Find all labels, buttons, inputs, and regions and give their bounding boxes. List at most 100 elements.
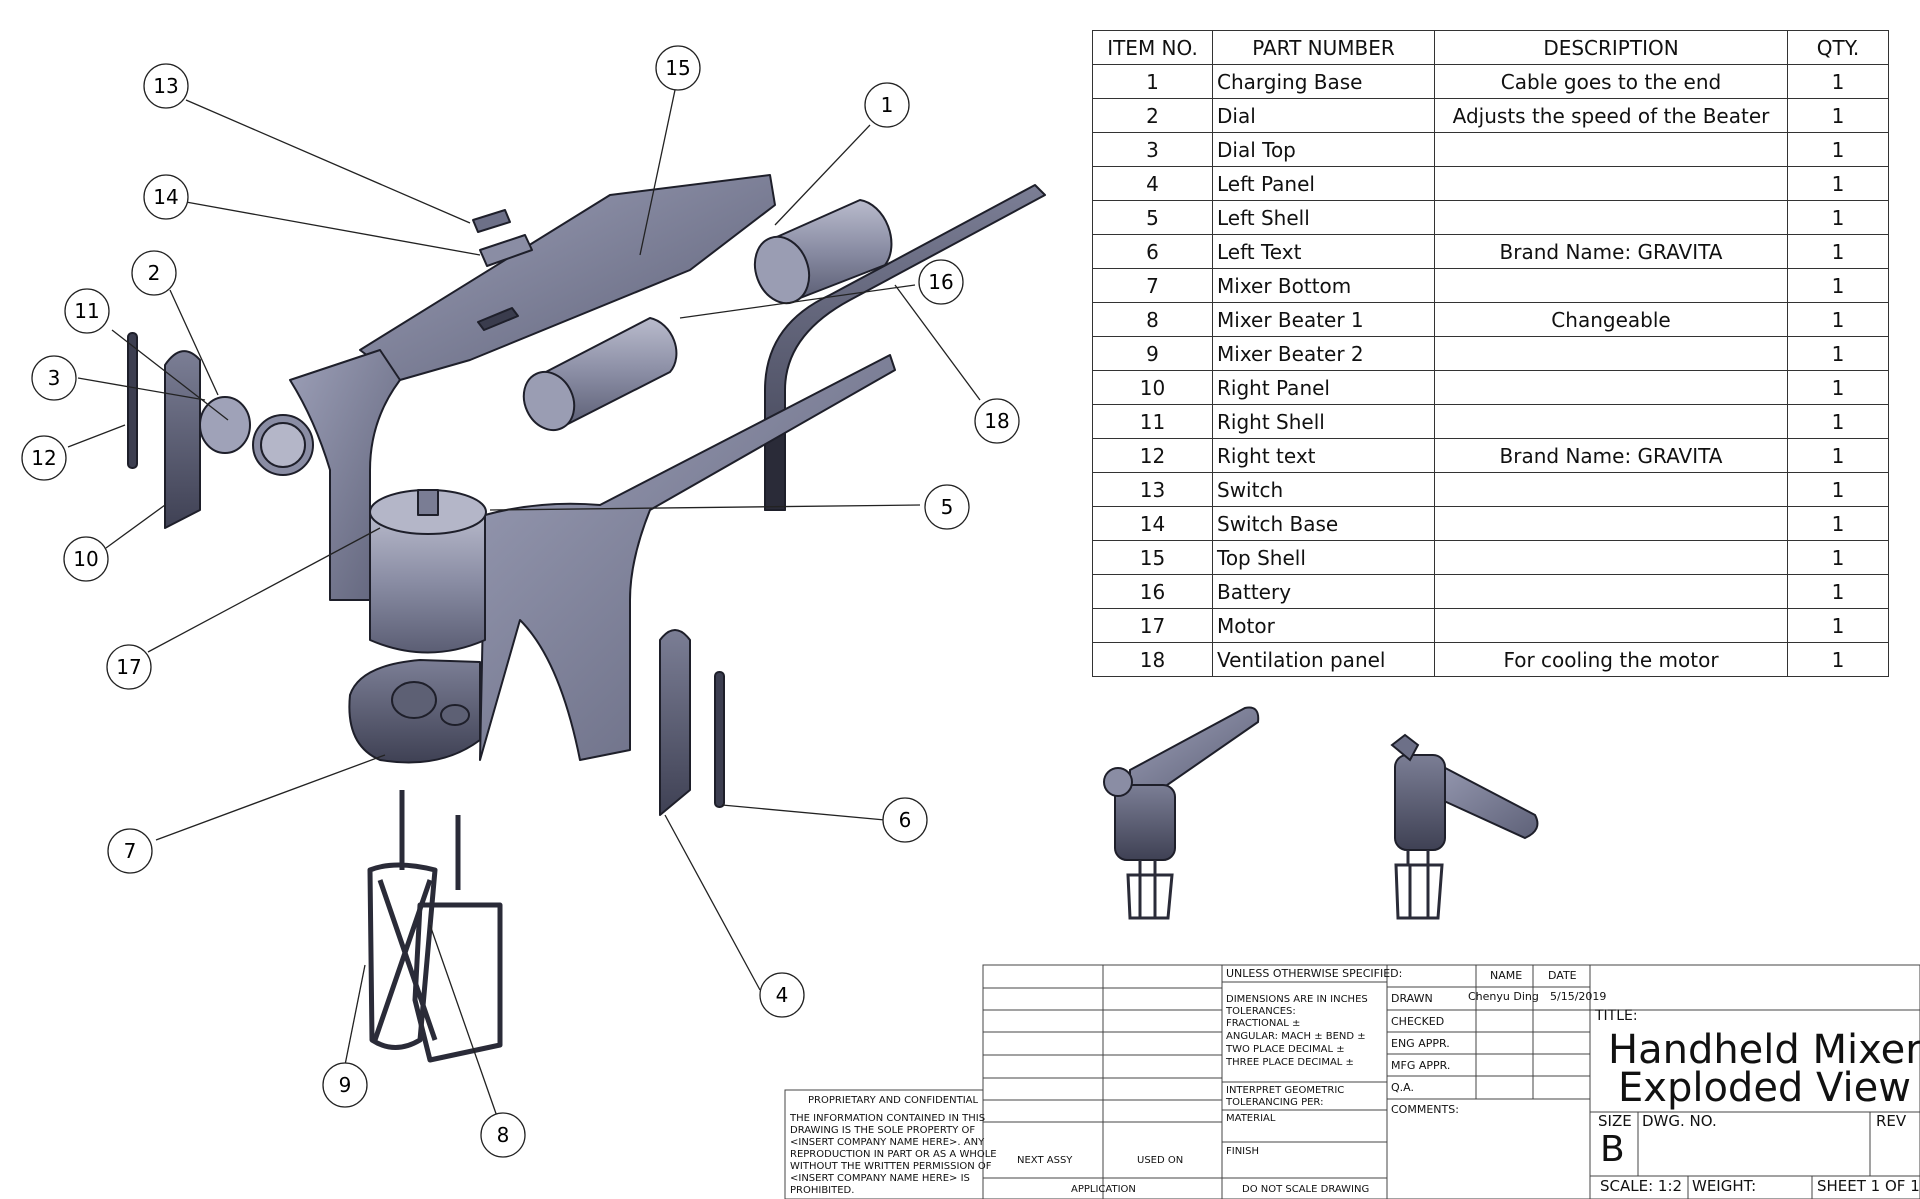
name-header: NAME	[1490, 969, 1523, 982]
finish-label: FINISH	[1226, 1146, 1259, 1157]
balloon-12: 12	[21, 435, 67, 481]
balloon-2: 2	[131, 250, 177, 296]
bom-part-number: Battery	[1212, 574, 1435, 609]
interpret-line-1: INTERPRET GEOMETRIC	[1226, 1085, 1345, 1096]
svg-text:13: 13	[153, 74, 178, 98]
balloon-9: 9	[322, 1062, 368, 1108]
svg-text:5: 5	[941, 495, 954, 519]
bom-item-no: 10	[1092, 370, 1213, 405]
interpret-line-2: TOLERANCING PER:	[1226, 1097, 1324, 1108]
bom-qty: 1	[1787, 98, 1889, 133]
bom-description: Cable goes to the end	[1434, 64, 1788, 99]
bom-item-no: 16	[1092, 574, 1213, 609]
bom-part-number: Switch Base	[1212, 506, 1435, 541]
proprietary-line-2: DRAWING IS THE SOLE PROPERTY OF	[790, 1125, 976, 1136]
bom-description: Brand Name: GRAVITA	[1434, 438, 1788, 473]
dwg-no-label: DWG. NO.	[1642, 1112, 1717, 1130]
bom-description	[1434, 608, 1788, 643]
svg-text:16: 16	[928, 270, 953, 294]
bom-part-number: Right text	[1212, 438, 1435, 473]
bom-description	[1434, 336, 1788, 371]
svg-text:6: 6	[899, 808, 912, 832]
left-panel-part	[659, 629, 691, 816]
bom-part-number: Left Panel	[1212, 166, 1435, 201]
proprietary-title: PROPRIETARY AND CONFIDENTIAL	[808, 1095, 979, 1106]
bom-item-no: 4	[1092, 166, 1213, 201]
switch-base-part	[479, 234, 533, 267]
motor-part	[369, 509, 486, 654]
balloons: 1 2 3 4 5 6 7 8 9 10 11 12 13 14 15 16 1…	[21, 45, 1020, 1158]
bom-qty: 1	[1787, 234, 1889, 269]
bom-description	[1434, 132, 1788, 167]
bom-qty: 1	[1787, 540, 1889, 575]
right-text-part	[127, 332, 138, 469]
bom-part-number: Dial	[1212, 98, 1435, 133]
proprietary-line-3: <INSERT COMPANY NAME HERE>. ANY	[790, 1137, 985, 1148]
bom-description	[1434, 506, 1788, 541]
bom-description	[1434, 472, 1788, 507]
dims-line-2: TOLERANCES:	[1226, 1006, 1296, 1017]
bom-item-no: 8	[1092, 302, 1213, 337]
bom-qty: 1	[1787, 370, 1889, 405]
balloon-6: 6	[882, 797, 928, 843]
bom-qty: 1	[1787, 574, 1889, 609]
bom-item-no: 14	[1092, 506, 1213, 541]
bom-part-number: Top Shell	[1212, 540, 1435, 575]
weight-label: WEIGHT:	[1692, 1177, 1757, 1195]
bom-item-no: 1	[1092, 64, 1213, 99]
leader-lines	[67, 89, 981, 1126]
balloon-3: 3	[31, 355, 77, 401]
eng-appr-label: ENG APPR.	[1391, 1037, 1450, 1050]
bom-part-number: Right Shell	[1212, 404, 1435, 439]
assembled-view-left	[1103, 706, 1260, 920]
bom-qty: 1	[1787, 200, 1889, 235]
bom-part-number: Left Shell	[1212, 200, 1435, 235]
bom-qty: 1	[1787, 64, 1889, 99]
bom-item-no: 3	[1092, 132, 1213, 167]
bom-part-number: Left Text	[1212, 234, 1435, 269]
balloon-13: 13	[143, 63, 189, 109]
svg-text:3: 3	[48, 366, 61, 390]
header-description: DESCRIPTION	[1434, 30, 1788, 65]
svg-text:8: 8	[497, 1123, 510, 1147]
drawing-title-line-1: Handheld Mixer	[1608, 1027, 1920, 1073]
date-header: DATE	[1548, 969, 1577, 982]
bom-description	[1434, 268, 1788, 303]
svg-text:11: 11	[74, 299, 99, 323]
bom-item-no: 5	[1092, 200, 1213, 235]
balloon-18: 18	[974, 398, 1020, 444]
bom-item-no: 11	[1092, 404, 1213, 439]
bom-part-number: Switch	[1212, 472, 1435, 507]
svg-text:7: 7	[124, 839, 137, 863]
comments-label: COMMENTS:	[1391, 1103, 1459, 1116]
svg-text:17: 17	[116, 655, 141, 679]
svg-text:12: 12	[31, 446, 56, 470]
bom-part-number: Ventilation panel	[1212, 642, 1435, 677]
bom-item-no: 7	[1092, 268, 1213, 303]
dims-line-4: ANGULAR: MACH ± BEND ±	[1226, 1031, 1366, 1042]
bom-qty: 1	[1787, 132, 1889, 167]
drawn-date: 5/15/2019	[1550, 990, 1607, 1003]
balloon-16: 16	[918, 259, 964, 305]
drawing-title-line-2: Exploded View	[1618, 1065, 1911, 1111]
title-label: TITLE:	[1595, 1008, 1638, 1024]
bom-qty: 1	[1787, 336, 1889, 371]
balloon-15: 15	[655, 45, 701, 91]
bom-qty: 1	[1787, 642, 1889, 677]
sheet-label: SHEET 1 OF 1	[1817, 1177, 1920, 1195]
balloon-17: 17	[106, 644, 152, 690]
bom-description: For cooling the motor	[1434, 642, 1788, 677]
rev-label: REV	[1876, 1112, 1907, 1130]
size-label: SIZE	[1598, 1112, 1632, 1130]
bom-item-no: 13	[1092, 472, 1213, 507]
dims-line-3: FRACTIONAL ±	[1226, 1018, 1301, 1029]
